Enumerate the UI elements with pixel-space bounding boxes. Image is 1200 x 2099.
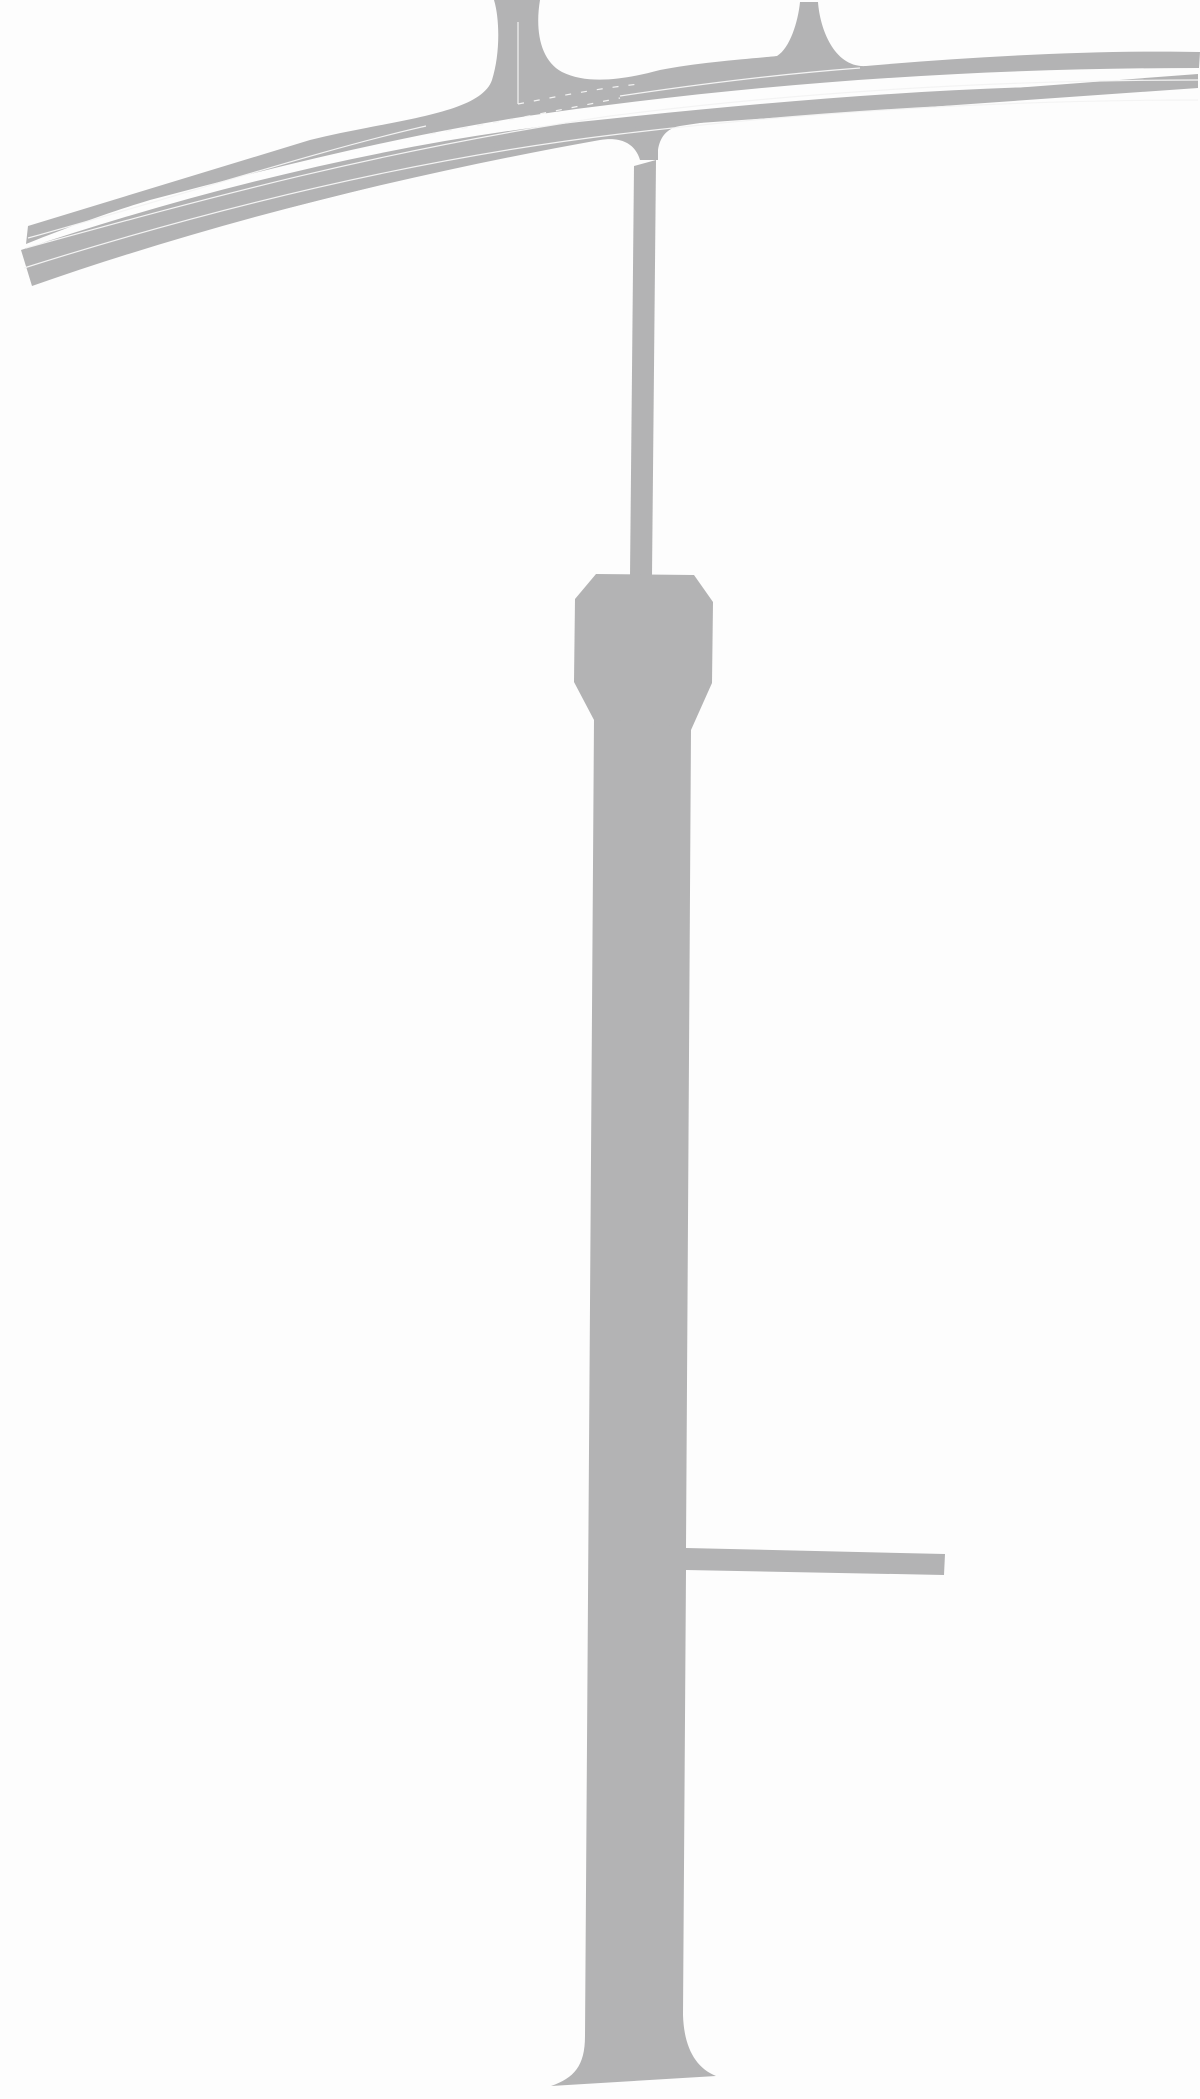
lane-marking-dashed bbox=[429, 97, 621, 135]
lane-marking-merge bbox=[619, 67, 861, 97]
access-road bbox=[630, 160, 656, 576]
toll-plaza bbox=[574, 574, 713, 730]
lane-marking-upper-2 bbox=[25, 79, 1199, 249]
lane-marking-lower bbox=[23, 99, 1199, 269]
junction-connector bbox=[150, 74, 1198, 240]
side-branch-road bbox=[686, 1548, 945, 1575]
main-vertical-road bbox=[551, 718, 716, 2086]
lane-marking-upper bbox=[27, 125, 427, 239]
